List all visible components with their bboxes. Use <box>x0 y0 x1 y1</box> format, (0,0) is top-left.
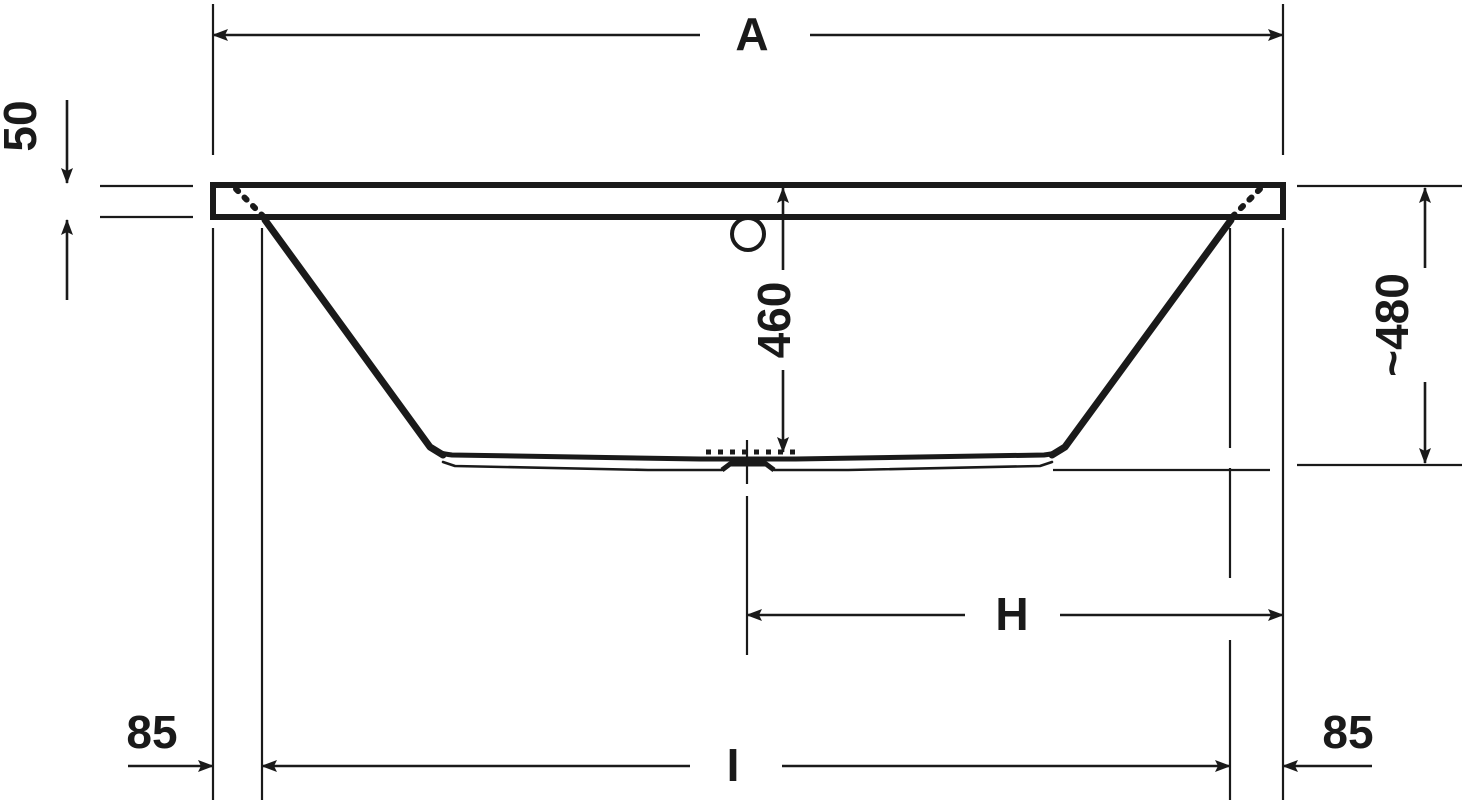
dimension-460-label: 460 <box>748 282 800 359</box>
tub-outline <box>210 182 1286 472</box>
dimension-50-label: 50 <box>0 100 46 151</box>
dimension-A-label: A <box>735 8 768 60</box>
rim-chamfer-left-dotted <box>233 186 269 222</box>
overflow-hole-icon <box>730 216 766 252</box>
extension-lines <box>100 4 1462 800</box>
dimension-H-label: H <box>995 588 1028 640</box>
rim-chamfer-right-dotted <box>1227 186 1263 222</box>
dimension-I-label: I <box>727 739 740 791</box>
dimension-85-left-label: 85 <box>126 706 177 758</box>
tub-bottom-outer <box>427 444 1068 462</box>
tub-drain-notch <box>720 461 776 472</box>
dimension-85-right-label: 85 <box>1322 706 1373 758</box>
dimension-480-label: ~480 <box>1366 273 1418 377</box>
